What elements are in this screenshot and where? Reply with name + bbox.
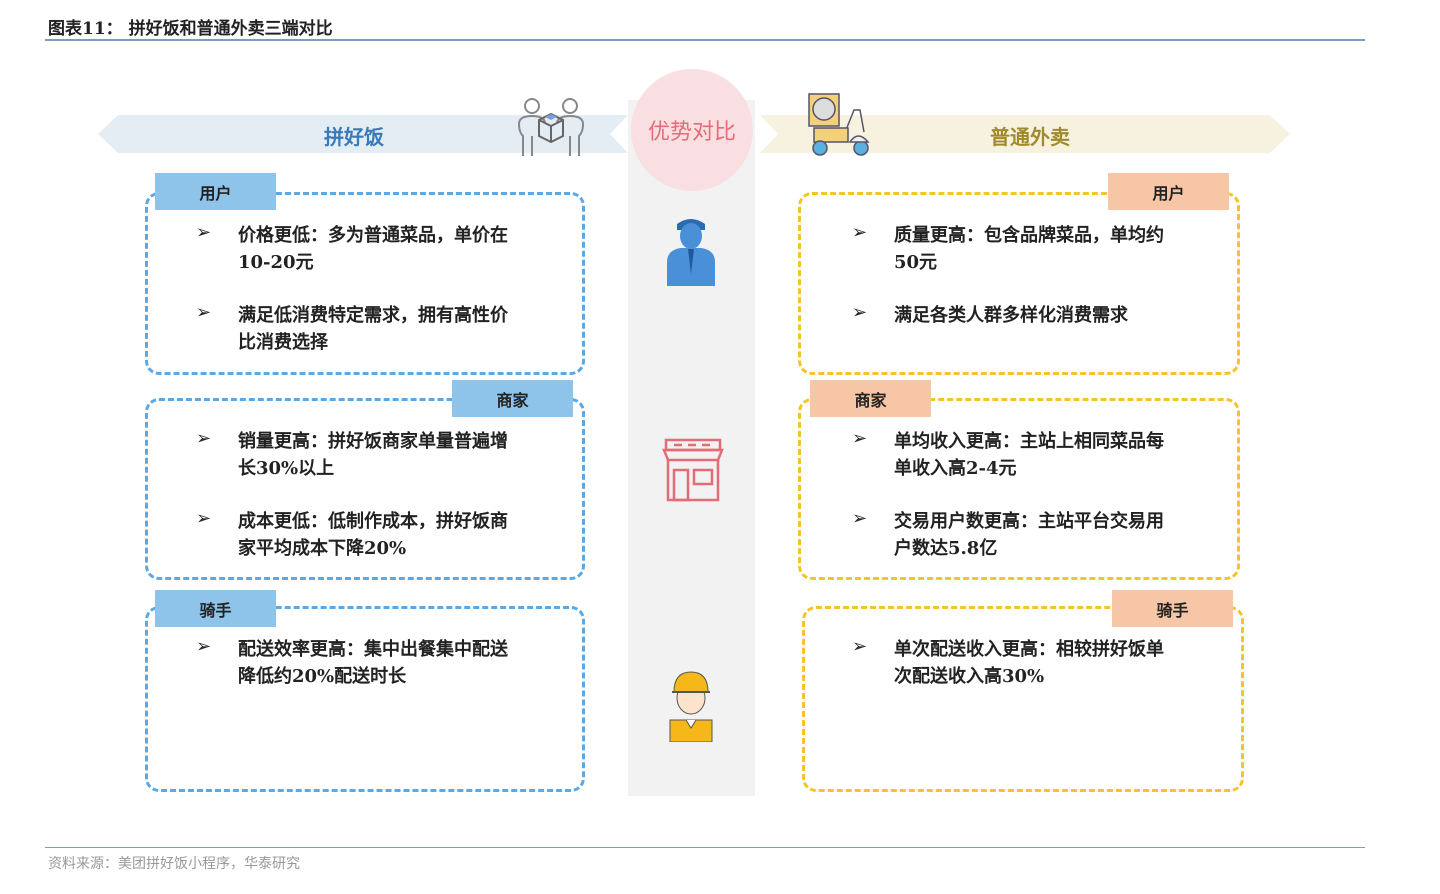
center-label: 优势对比: [647, 120, 736, 145]
bullet-arrow-icon: ➢: [852, 508, 868, 529]
right-merchants-item: 交易用户数更高：主站平台交易用户数达5.8亿: [894, 511, 1164, 559]
rider-icon: [669, 671, 713, 742]
comparison-circle: 优势对比: [631, 69, 753, 191]
right-users-item: 满足各类人群多样化消费需求: [894, 305, 1128, 326]
right-merchants-box: [798, 398, 1240, 580]
left-banner-arrow: [98, 115, 628, 153]
right-riders-item: 单次配送收入更高：相较拼好饭单次配送收入高30%: [894, 639, 1164, 687]
bullet-arrow-icon: ➢: [196, 508, 212, 529]
bullet-arrow-icon: ➢: [852, 636, 868, 657]
bullet-arrow-icon: ➢: [852, 428, 868, 449]
right-merchants-item: 单均收入更高：主站上相同菜品每单收入高2-4元: [894, 431, 1164, 479]
bullet-arrow-icon: ➢: [852, 222, 868, 243]
left-riders-box: [145, 606, 585, 792]
left-users-box: [145, 192, 585, 375]
right-users-item: 质量更高：包含品牌菜品，单均约50元: [894, 225, 1164, 273]
bullet-arrow-icon: ➢: [852, 302, 868, 323]
right-banner-arrow: [760, 115, 1290, 153]
left-merchants-item: 成本更低：低制作成本，拼好饭商家平均成本下降20%: [238, 511, 508, 559]
left-users-item: 价格更低：多为普通菜品，单价在10-20元: [238, 225, 508, 273]
title-divider: [45, 39, 1365, 41]
figure-title: 图表11： 拼好饭和普通外卖三端对比: [48, 19, 333, 39]
right-riders-box: [802, 606, 1244, 792]
user-icon: [667, 219, 715, 286]
right-riders-tag: 骑手: [1112, 590, 1233, 627]
delivery-scooter-icon: [808, 93, 870, 156]
left-users-item: 满足低消费特定需求，拥有高性价比消费选择: [238, 305, 508, 353]
bullet-arrow-icon: ➢: [196, 302, 212, 323]
bullet-arrow-icon: ➢: [196, 428, 212, 449]
right-merchants-tag: 商家: [810, 380, 931, 417]
left-merchants-box: [145, 398, 585, 580]
footer-divider: [45, 847, 1365, 848]
store-icon: [662, 438, 724, 502]
source-note: 资料来源：美团拼好饭小程序，华泰研究: [48, 856, 300, 872]
people-box-icon: [517, 98, 585, 156]
left-riders-item: 配送效率更高：集中出餐集中配送降低约20%配送时长: [238, 639, 508, 687]
left-merchants-tag: 商家: [452, 380, 573, 417]
right-users-box: [798, 192, 1240, 375]
bullet-arrow-icon: ➢: [196, 636, 212, 657]
left-banner: 拼好饭: [98, 115, 628, 153]
right-banner: 普通外卖: [760, 115, 1290, 153]
left-merchants-item: 销量更高：拼好饭商家单量普遍增长30%以上: [238, 431, 508, 479]
left-header: 拼好饭: [324, 125, 384, 149]
left-users-tag: 用户: [155, 173, 276, 210]
right-users-tag: 用户: [1108, 173, 1229, 210]
left-riders-tag: 骑手: [155, 590, 276, 627]
bullet-arrow-icon: ➢: [196, 222, 212, 243]
right-header: 普通外卖: [990, 125, 1070, 149]
